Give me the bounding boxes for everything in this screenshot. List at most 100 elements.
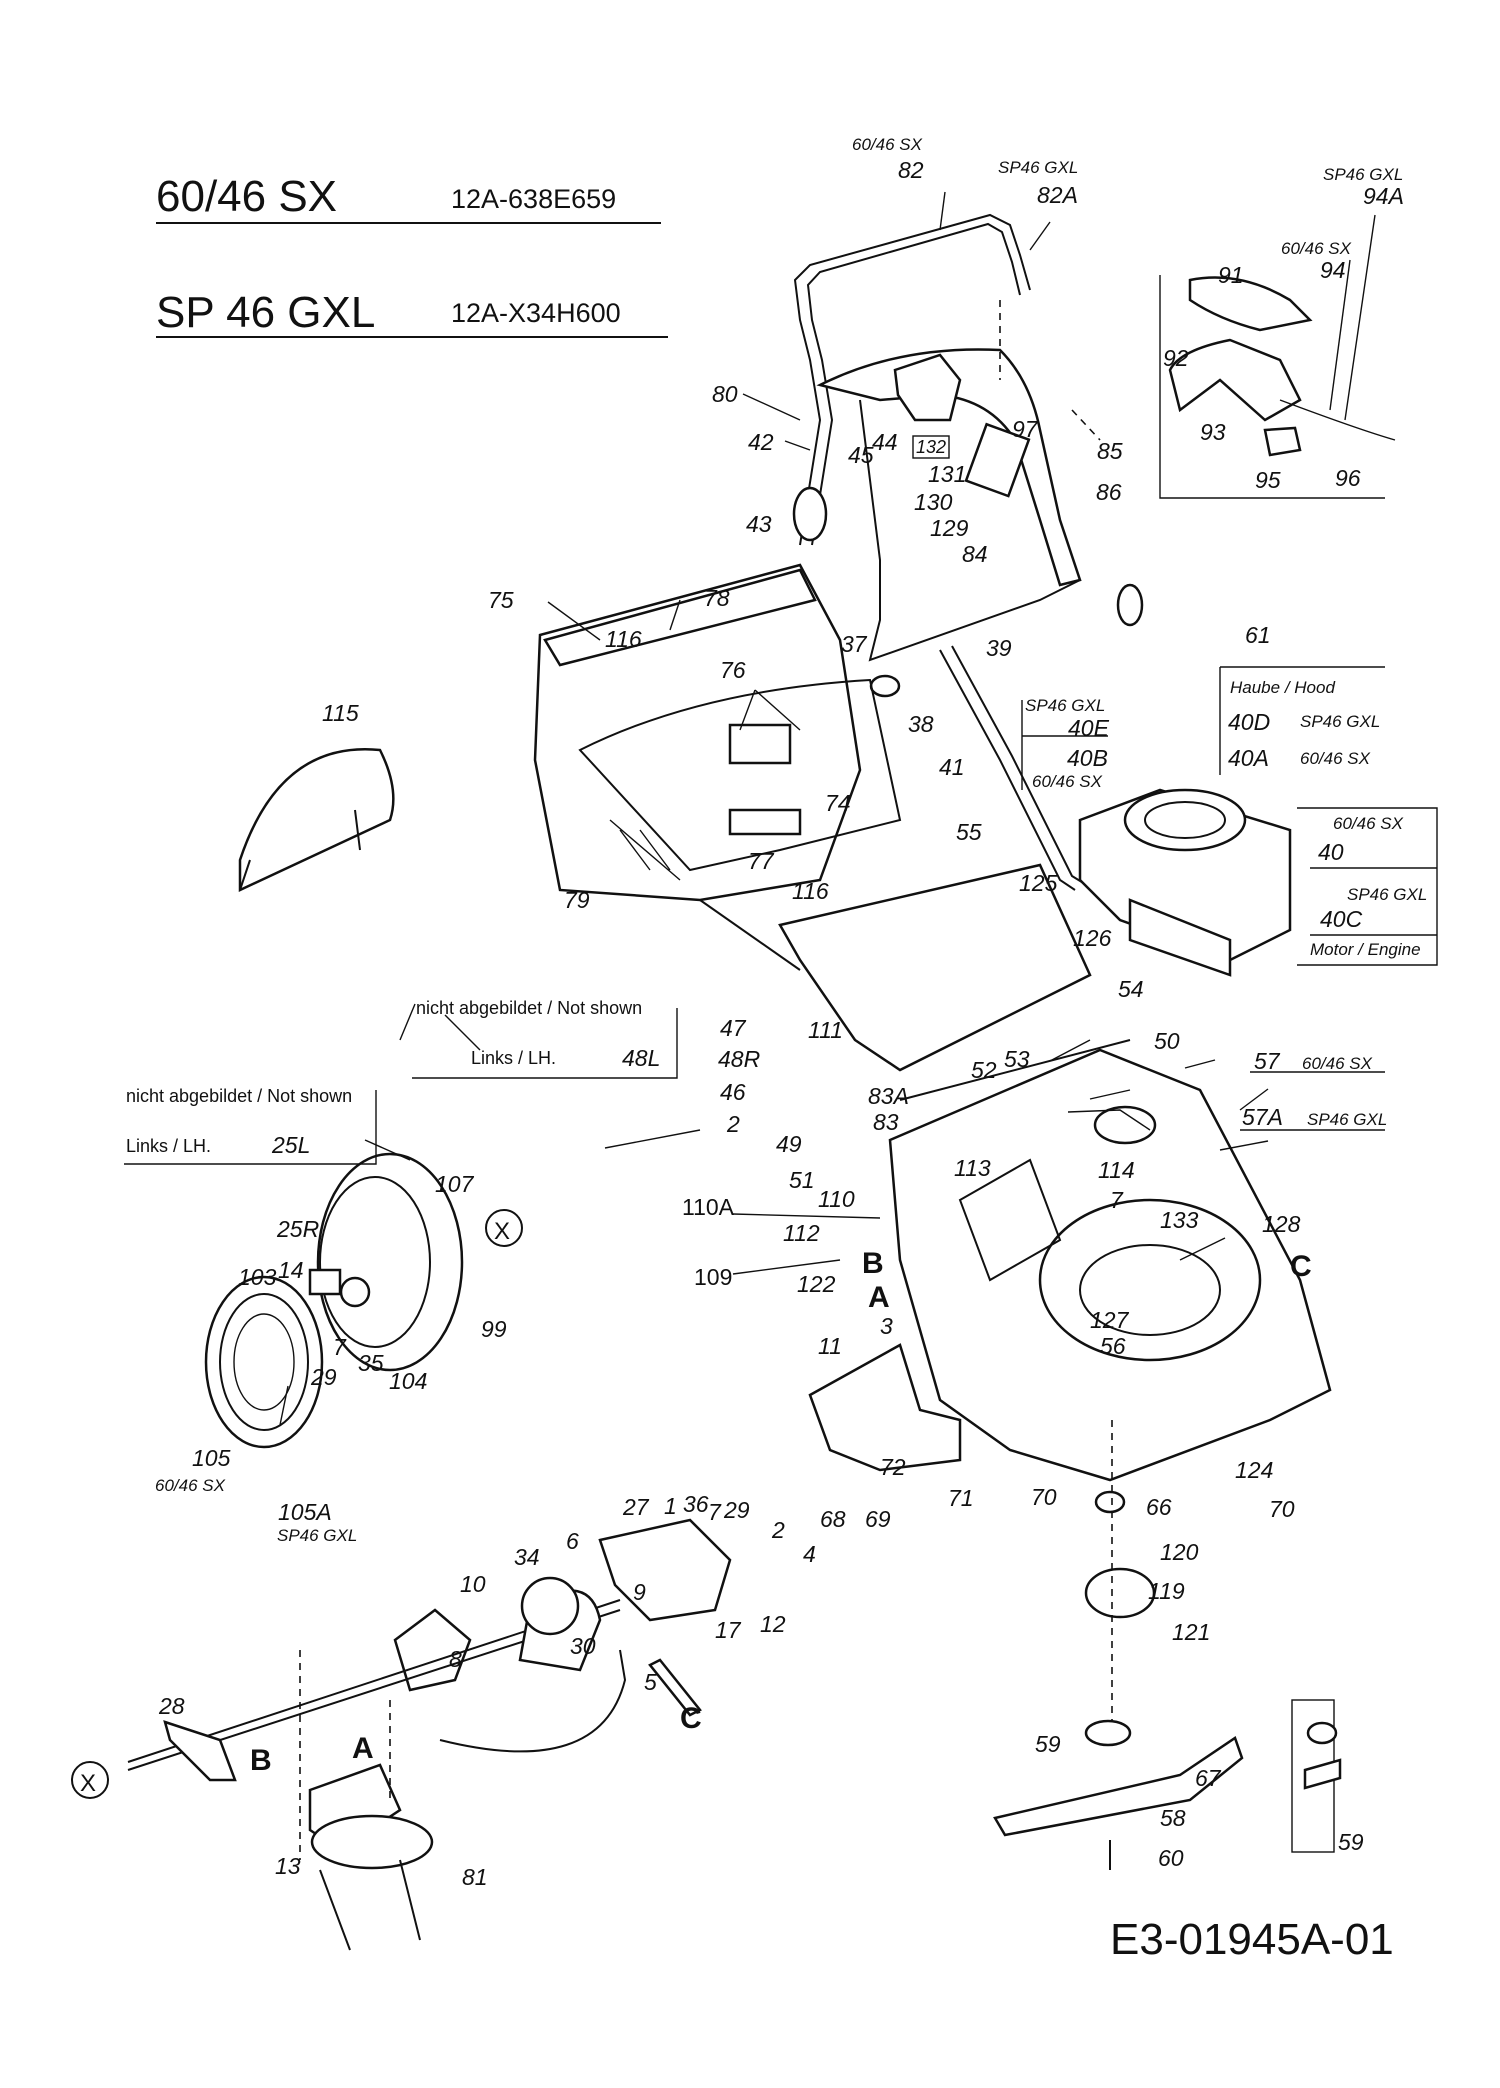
leader-lines [279,191,1269,1426]
part-label: 56 [1100,1333,1126,1359]
hood-40d: 40D [1228,709,1270,735]
mower-deck [888,1039,1332,1482]
part-label: 105A [278,1499,332,1525]
not-shown-note-1: nicht abgebildet / Not shown [416,998,642,1018]
part-label: 72 [880,1454,906,1480]
part-label: 49 [776,1131,802,1157]
drawing-number: E3-01945A-01 [1110,1915,1394,1964]
part-label: 42 [748,429,774,455]
engine [1078,788,1292,977]
part-label: 96 [1335,465,1361,491]
part-label: 55 [956,819,982,845]
hood-40a-model: 60/46 SX [1300,749,1371,768]
handle-control-inset [1159,214,1396,499]
grass-catcher [533,563,902,971]
p105a-model: SP46 GXL [277,1526,357,1545]
handle-assembly [792,213,1144,891]
part-label: 7 [708,1499,722,1525]
part-label: 54 [1118,976,1144,1002]
part-label: 116 [605,626,642,652]
part-label: 85 [1097,438,1123,464]
part-label: 29 [310,1364,337,1390]
part-label: 50 [1154,1028,1180,1054]
part-label: 124 [1235,1457,1273,1483]
header-rule-1 [156,222,661,224]
part-label: 5 [644,1669,657,1695]
engine-part-40: 40 [1318,839,1344,865]
part-label: 111 [808,1017,843,1043]
not-shown-note-2: nicht abgebildet / Not shown [126,1086,352,1106]
part-label: 57A [1242,1104,1283,1130]
part-label: 82A [1037,182,1078,208]
part-label: 25R [276,1216,319,1242]
part-label: 107 [435,1171,475,1197]
p94-model: 60/46 SX [1281,239,1352,258]
part-label: 133 [1160,1207,1199,1233]
note-boxes [124,435,1438,1165]
part-label: 66 [1146,1494,1172,1520]
part-label: 109 [694,1264,732,1290]
marker-b-axle: B [250,1744,272,1777]
part-label: 122 [797,1271,836,1297]
part-label: 70 [1269,1496,1295,1522]
part-label: 14 [278,1257,304,1283]
part-label: 94A [1363,183,1404,209]
part-label: 41 [939,754,965,780]
part-label: 53 [1004,1046,1030,1072]
part-label: 29 [723,1497,750,1523]
part-48l: 48L [622,1045,660,1071]
part-label: 114 [1098,1157,1135,1183]
discharge-cover [808,1343,962,1472]
marker-c-deck: C [1290,1250,1312,1283]
part-label: 11 [818,1333,842,1359]
marker-a-axle: A [352,1732,374,1765]
part-label: 83A [868,1083,909,1109]
mulch-plug-legs [239,809,361,891]
part-label: 44 [872,429,898,455]
part-label: 59 [1035,1731,1061,1757]
part-label: 67 [1195,1765,1222,1791]
part-label: 60 [1158,1845,1184,1871]
engine-title: Motor / Engine [1310,940,1421,959]
part-label: 3 [880,1313,893,1339]
part-label: 97 [1012,416,1039,442]
part-label: 8 [449,1646,462,1672]
part-label: 27 [622,1494,650,1520]
hood-40d-model: SP46 GXL [1300,712,1380,731]
part-label: 48R [718,1046,760,1072]
lh-label-2: Links / LH. [126,1136,211,1156]
marker-b-deck: B [862,1247,884,1280]
part-label: 57 [1254,1048,1281,1074]
part-label: 59 [1338,1829,1364,1855]
part-label: 83 [873,1109,899,1135]
part-label: 116 [792,878,829,904]
part-label: 75 [488,587,514,613]
part-label: 95 [1255,467,1281,493]
mulch-plug [238,747,395,892]
part-label: 28 [158,1693,185,1719]
part-label: 6 [566,1528,579,1554]
part-label: 71 [948,1485,974,1511]
p82a-model: SP46 GXL [998,158,1078,177]
part-label: 30 [570,1633,596,1659]
part-label: 43 [746,511,772,537]
p40b-model: 60/46 SX [1032,772,1103,791]
hood-40a: 40A [1228,745,1269,771]
p82-model: 60/46 SX [852,135,923,154]
drive-assembly [127,1518,732,1951]
part-label: 128 [1262,1211,1301,1237]
part-label: 52 [971,1057,997,1083]
part-label: 82 [898,157,924,183]
part-label: 68 [820,1506,846,1532]
reference-markers: A C B A B C X X [71,1209,1312,1799]
marker-x-2: X [80,1770,96,1797]
model-title-2: SP 46 GXL [156,288,376,337]
part-label: 36 [683,1491,709,1517]
p57a-model: SP46 GXL [1307,1110,1387,1129]
marker-c-axle: C [680,1702,702,1735]
wheel-assembly [204,1152,464,1449]
marker-a-deck: A [868,1281,890,1314]
part-label: 40B [1067,745,1108,771]
part-label: 129 [930,515,969,541]
part-label: 34 [514,1544,540,1570]
